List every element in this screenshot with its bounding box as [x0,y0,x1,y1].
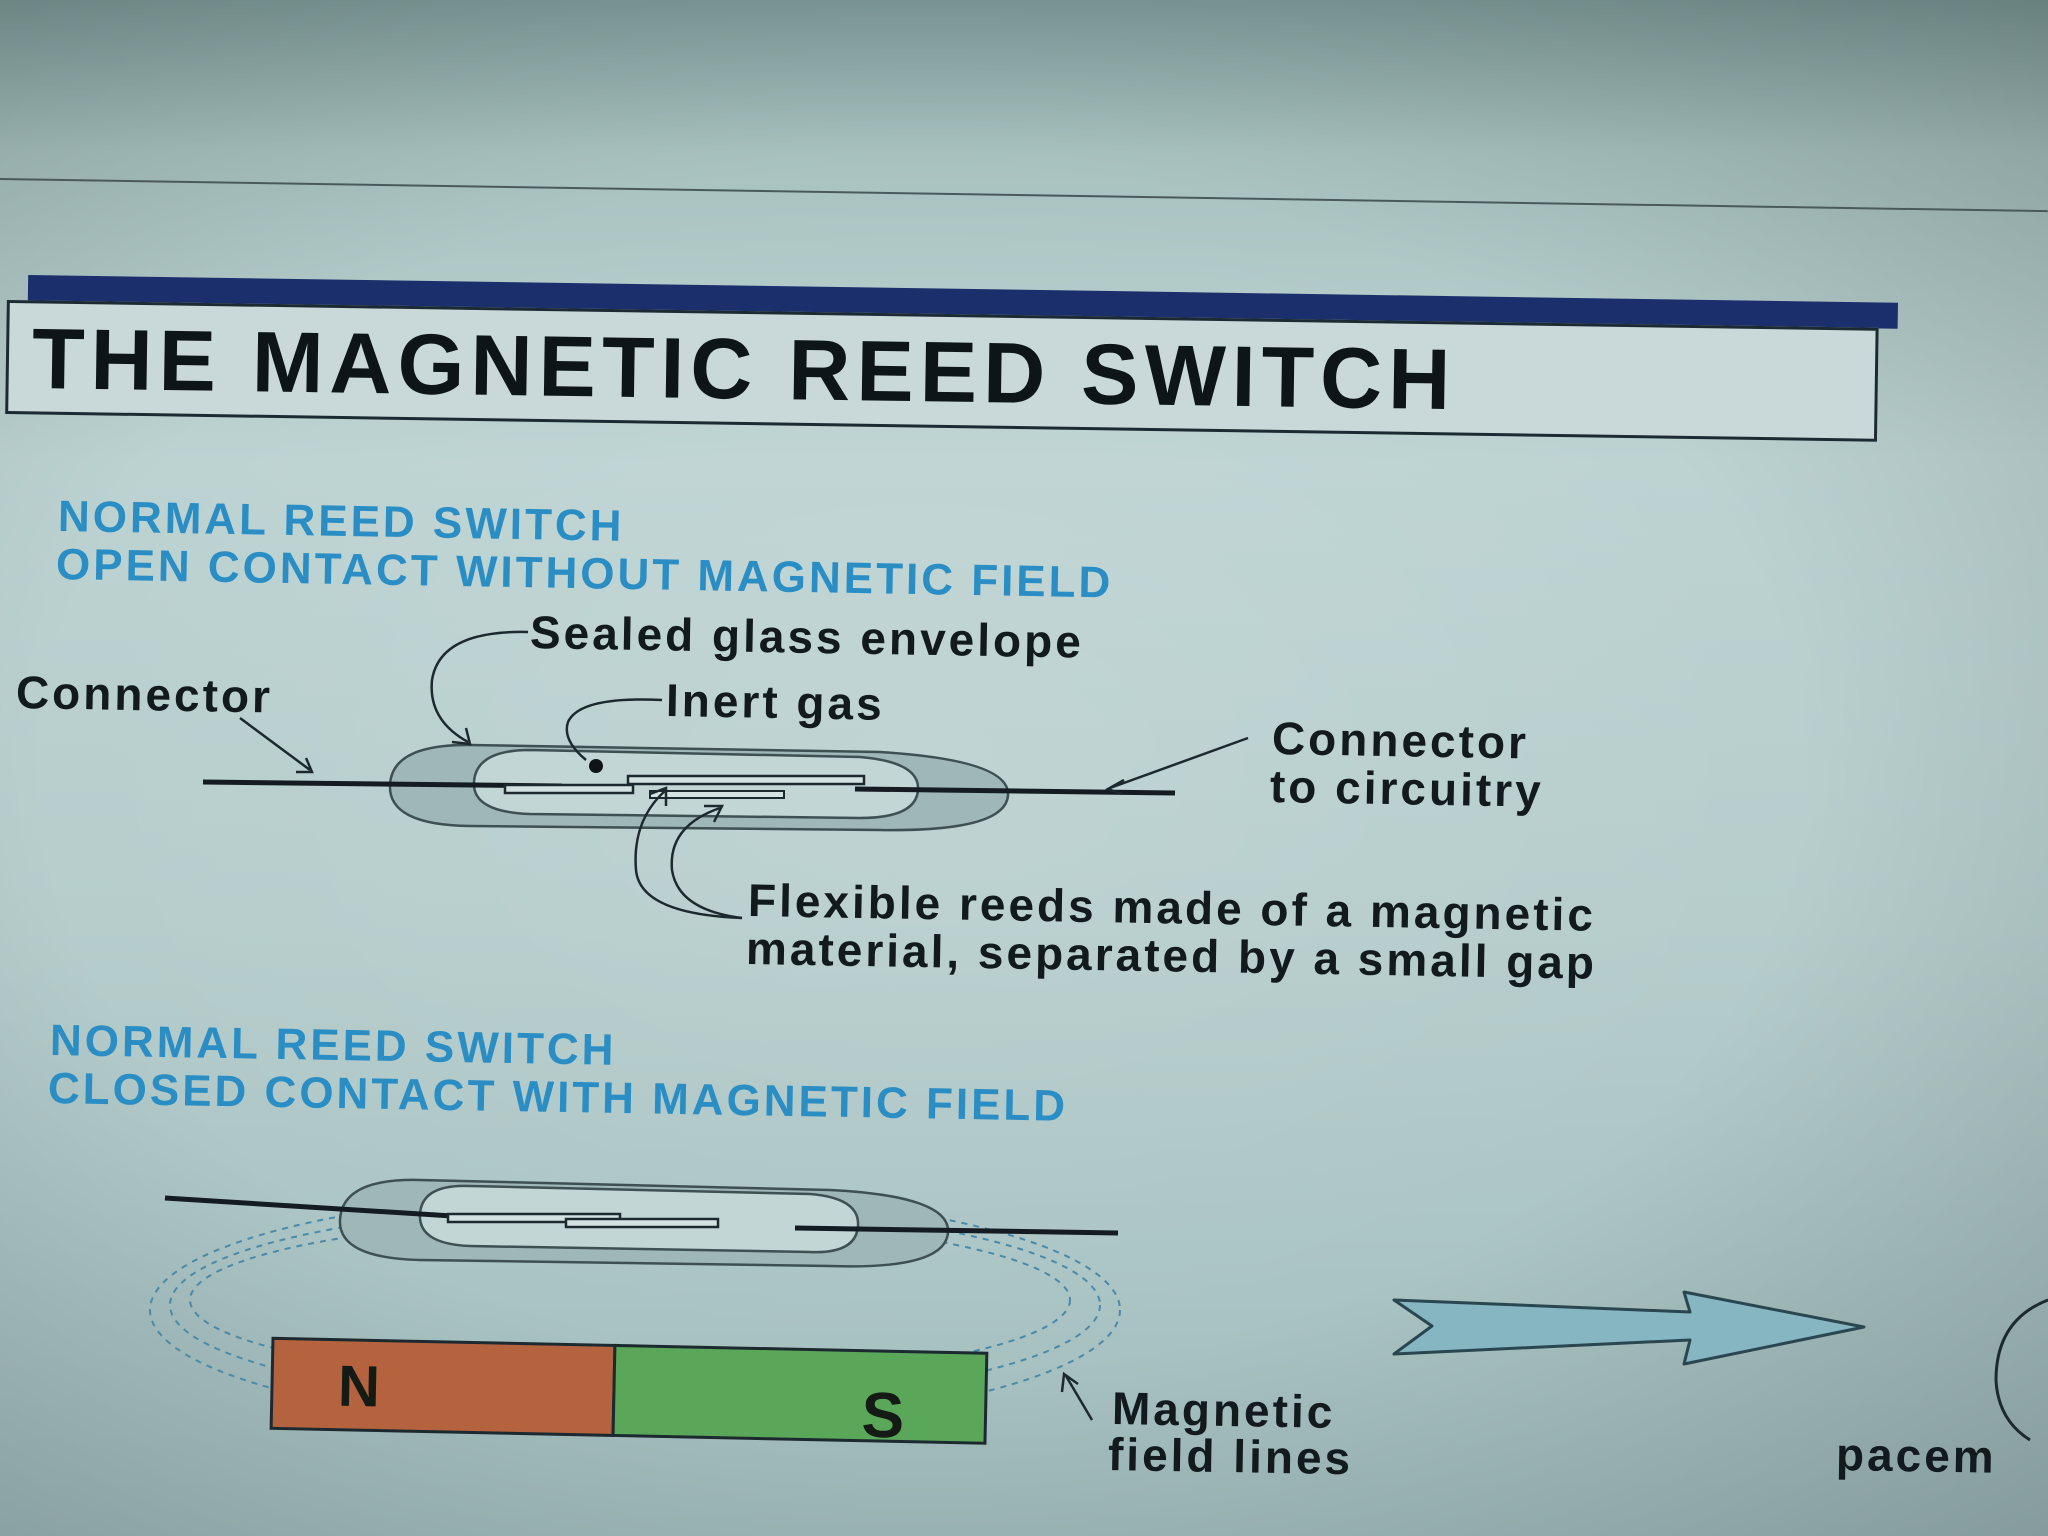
closed-lead-wire-right [794,1225,1119,1236]
lead-wire-left [202,779,563,789]
pacemaker-outline-partial [1994,1298,2048,1442]
callout-field-lines [1064,1375,1094,1421]
open-reed-switch [202,630,1249,920]
callout-connector-right [1109,736,1249,790]
closed-lead-wire-left [164,1195,501,1222]
magnet-s-label: S [861,1379,905,1452]
reed-right [626,774,866,786]
reed-left [503,783,635,795]
arrowhead-sealed-glass [451,727,472,746]
arrowhead-field-lines [1060,1371,1079,1393]
arrowhead-connector-right [1104,778,1125,796]
closed-reed-right [564,1217,720,1229]
closed-reed-switch: N S [149,1178,1121,1452]
magnet-south-pole [611,1343,989,1445]
lead-wire-right [854,786,1176,796]
arrowhead-reeds-b [704,804,725,823]
callout-reeds-b [670,806,743,920]
reed-gap-plate [649,790,785,799]
right-arrow-icon [1392,1290,1866,1366]
callout-connector-left [239,716,311,772]
callout-inert-gas [565,698,663,761]
bar-magnet: N S [269,1336,989,1452]
field-line-middle [169,1204,1101,1406]
magnet-north-pole [269,1336,617,1437]
callout-sealed-glass [430,630,529,744]
inert-gas-dot [589,759,603,773]
arrowhead-connector-left [296,757,314,774]
arrowhead-reeds-a [649,786,668,806]
callout-reeds-a [634,789,743,920]
magnet-n-label: N [337,1354,380,1420]
